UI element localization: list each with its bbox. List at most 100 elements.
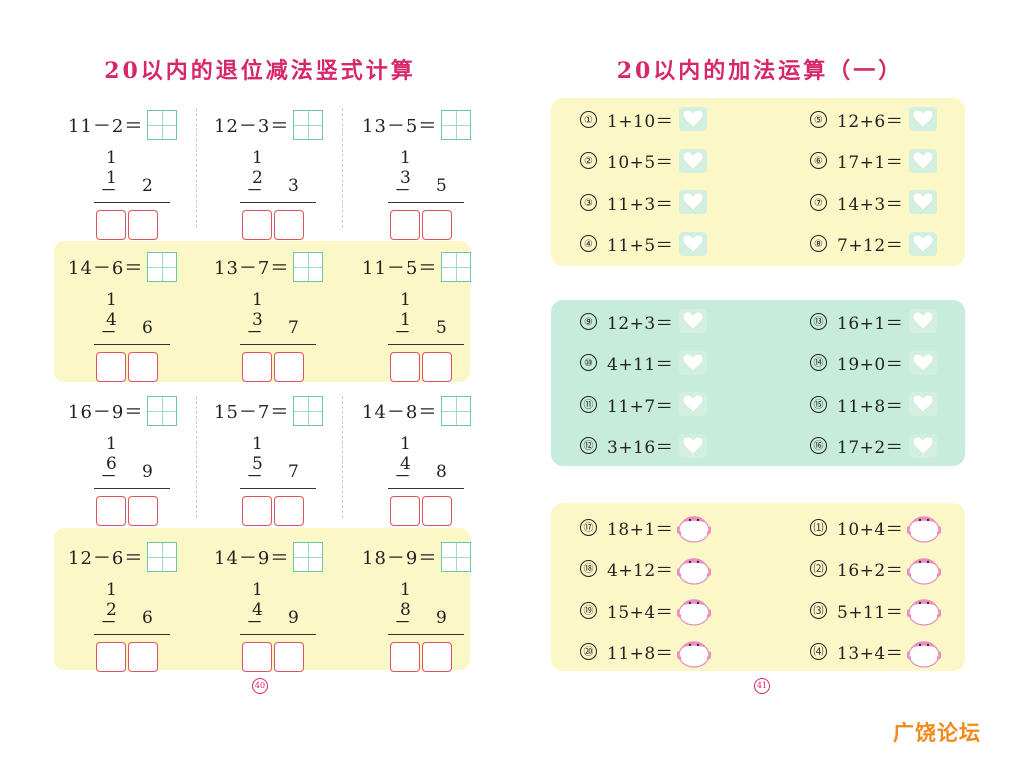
problem-number: ⑨: [580, 312, 597, 330]
answer-boxes: [390, 210, 452, 240]
heart-answer-icon[interactable]: [909, 309, 938, 333]
addition-expression: 3+16＝: [607, 438, 674, 458]
answer-box-ones[interactable]: [422, 352, 452, 382]
bird-answer-icon[interactable]: [676, 636, 712, 668]
divider: [196, 108, 197, 228]
heart-answer-icon[interactable]: [909, 350, 938, 375]
addition-expression: 14+3＝: [837, 194, 904, 215]
answer-box-tens[interactable]: [242, 210, 272, 240]
answer-box-tens[interactable]: [96, 352, 126, 382]
answer-grid-box[interactable]: [293, 542, 324, 572]
answer-grid-box[interactable]: [147, 252, 178, 282]
heart-answer-icon[interactable]: [909, 107, 938, 131]
subtraction-problem: 16－9＝1 6－9: [68, 394, 198, 526]
bird-answer-icon[interactable]: [676, 553, 712, 585]
minuend: 1 1: [400, 290, 429, 330]
answer-box-ones[interactable]: [274, 210, 304, 240]
bird-answer-icon[interactable]: [676, 594, 712, 626]
heart-answer-icon[interactable]: [679, 350, 708, 375]
answer-box-ones[interactable]: [422, 210, 452, 240]
heart-answer-icon[interactable]: [679, 392, 708, 416]
heart-answer-icon[interactable]: [909, 148, 938, 173]
answer-grid-box[interactable]: [293, 396, 324, 426]
answer-grid-box[interactable]: [147, 396, 178, 426]
answer-box-tens[interactable]: [390, 642, 420, 672]
addition-problem: ⑶5+11＝: [810, 594, 942, 626]
answer-box-ones[interactable]: [128, 642, 158, 672]
heart-answer-icon[interactable]: [679, 309, 708, 333]
answer-box-tens[interactable]: [96, 642, 126, 672]
heart-answer-icon[interactable]: [909, 190, 938, 214]
answer-grid-box[interactable]: [293, 110, 324, 140]
problem-number: ②: [580, 152, 597, 169]
calculation-line: [388, 488, 464, 489]
answer-box-tens[interactable]: [390, 352, 420, 382]
answer-boxes: [96, 352, 158, 382]
answer-box-ones[interactable]: [128, 210, 158, 240]
answer-box-tens[interactable]: [390, 496, 420, 526]
bird-answer-icon[interactable]: [906, 511, 942, 543]
heart-answer-icon[interactable]: [679, 190, 708, 214]
heart-answer-icon[interactable]: [679, 107, 708, 131]
answer-box-tens[interactable]: [242, 352, 272, 382]
minuend: 1 8: [400, 580, 429, 620]
answer-box-tens[interactable]: [96, 210, 126, 240]
heart-answer-icon[interactable]: [679, 433, 708, 458]
answer-box-ones[interactable]: [128, 352, 158, 382]
bird-answer-icon[interactable]: [676, 511, 712, 543]
answer-grid-box[interactable]: [441, 110, 472, 140]
subtrahend: 9: [436, 608, 447, 628]
bird-answer-icon[interactable]: [906, 594, 942, 626]
bird-answer-icon[interactable]: [906, 553, 942, 585]
answer-box-tens[interactable]: [242, 642, 272, 672]
heart-answer-icon[interactable]: [909, 433, 938, 458]
page-number-right: 41: [754, 678, 770, 694]
subtrahend: 2: [142, 176, 153, 196]
equation-text: 12－3＝: [214, 116, 290, 137]
problem-number: ⑪: [580, 395, 597, 413]
heart-answer-icon[interactable]: [909, 231, 938, 256]
addition-expression: 15+4＝: [607, 602, 674, 623]
answer-boxes: [96, 496, 158, 526]
addition-expression: 17+2＝: [837, 438, 904, 458]
answer-box-ones[interactable]: [274, 642, 304, 672]
equation-text: 18－9＝: [362, 548, 438, 569]
problem-number: ⑫: [580, 437, 597, 454]
problem-number: ⑰: [580, 518, 597, 536]
minus-sign: －: [246, 467, 263, 487]
answer-grid-box[interactable]: [441, 542, 472, 572]
answer-grid-box[interactable]: [147, 542, 178, 572]
minus-sign: －: [246, 181, 263, 201]
problem-number: ⑤: [810, 110, 827, 128]
equation: 15－7＝: [214, 394, 324, 428]
calculation-line: [240, 634, 316, 635]
answer-box-ones[interactable]: [274, 496, 304, 526]
equation: 14－9＝: [214, 540, 324, 574]
heart-answer-icon[interactable]: [679, 231, 708, 256]
heart-answer-icon[interactable]: [909, 392, 938, 416]
answer-grid-box[interactable]: [441, 252, 472, 282]
answer-grid-box[interactable]: [293, 252, 324, 282]
answer-box-ones[interactable]: [422, 642, 452, 672]
addition-expression: 12+6＝: [837, 111, 904, 132]
answer-box-tens[interactable]: [96, 496, 126, 526]
heart-answer-icon[interactable]: [679, 148, 708, 173]
bird-answer-icon[interactable]: [906, 636, 942, 668]
right-page-title: 20以内的加法运算（一）: [616, 58, 904, 84]
answer-box-ones[interactable]: [274, 352, 304, 382]
answer-box-tens[interactable]: [390, 210, 420, 240]
equation-text: 11－2＝: [68, 116, 144, 137]
answer-box-tens[interactable]: [242, 496, 272, 526]
answer-grid-box[interactable]: [441, 396, 472, 426]
answer-box-ones[interactable]: [422, 496, 452, 526]
addition-expression: 5+11＝: [837, 602, 904, 623]
answer-grid-box[interactable]: [147, 110, 178, 140]
answer-box-ones[interactable]: [128, 496, 158, 526]
